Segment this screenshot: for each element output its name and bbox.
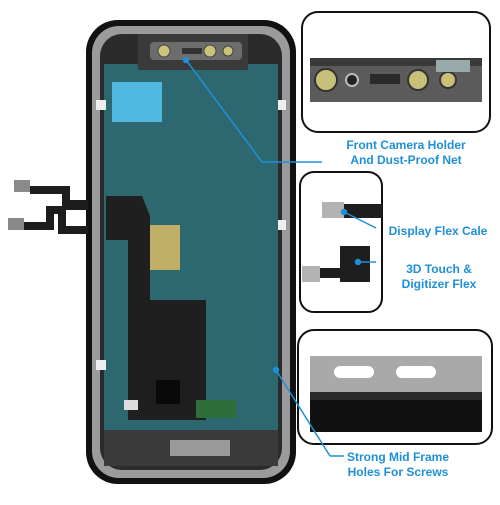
inset-mid-frame bbox=[297, 329, 493, 445]
callout-lines bbox=[182, 56, 377, 457]
callout-line-mid-frame bbox=[275, 369, 331, 457]
callout-line-display-flex bbox=[343, 211, 377, 229]
external-flex-cables bbox=[8, 180, 88, 234]
callout-display-flex: Display Flex Cale bbox=[376, 224, 500, 239]
callout-touch-flex-line1: 3D Touch & bbox=[406, 262, 472, 276]
lcd-panel bbox=[96, 34, 286, 466]
callout-front-camera-line1: Front Camera Holder bbox=[346, 138, 466, 152]
callout-touch-flex: 3D Touch & Digitizer Flex bbox=[382, 262, 496, 292]
inset-front-camera bbox=[301, 11, 491, 133]
callout-mid-frame-line2: Holes For Screws bbox=[347, 465, 449, 479]
callout-touch-flex-line2: Digitizer Flex bbox=[401, 277, 477, 291]
callout-front-camera: Front Camera Holder And Dust-Proof Net bbox=[316, 138, 496, 168]
callout-display-flex-line1: Display Flex Cale bbox=[388, 224, 488, 238]
callout-mid-frame: Strong Mid Frame Holes For Screws bbox=[318, 450, 478, 480]
callout-front-camera-line2: And Dust-Proof Net bbox=[350, 153, 462, 167]
inset-flex-cables bbox=[299, 171, 383, 313]
callout-mid-frame-line1: Strong Mid Frame bbox=[346, 450, 449, 464]
callout-line-camera bbox=[185, 59, 263, 163]
callout-dot-camera bbox=[182, 56, 190, 64]
